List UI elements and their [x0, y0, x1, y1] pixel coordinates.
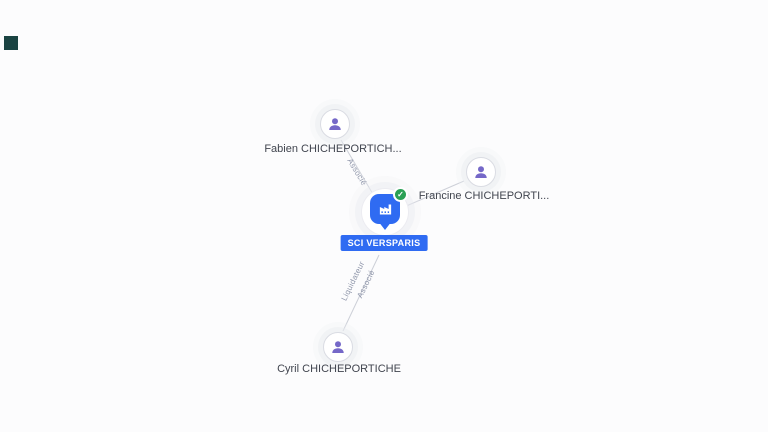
person-label-fabien[interactable]: Fabien CHICHEPORTICH... — [264, 143, 402, 155]
company-node-sci-versparis[interactable]: ✓ — [362, 187, 408, 235]
person-label-francine[interactable]: Francine CHICHEPORTI... — [418, 190, 550, 202]
person-node-francine[interactable] — [466, 157, 496, 187]
person-icon — [320, 109, 350, 139]
verified-badge-icon: ✓ — [393, 187, 408, 202]
person-icon — [323, 332, 353, 362]
corner-tile — [4, 36, 18, 50]
person-label-cyril[interactable]: Cyril CHICHEPORTICHE — [277, 363, 401, 375]
person-icon — [466, 157, 496, 187]
person-node-cyril[interactable] — [323, 332, 353, 362]
edge-label-associe-fabien: Associé — [345, 156, 369, 188]
company-label[interactable]: SCI VERSPARIS — [340, 235, 428, 251]
person-node-fabien[interactable] — [320, 109, 350, 139]
